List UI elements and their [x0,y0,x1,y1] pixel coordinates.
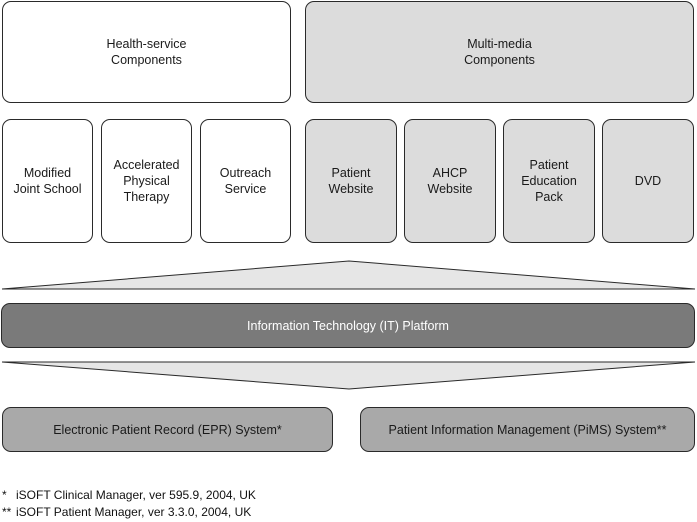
outreach-service-label: Outreach Service [219,166,272,196]
outreach-service-box: Outreach Service [200,119,291,243]
ahcp-website-label: AHCP Website [427,166,473,196]
down-arrow [1,361,696,390]
it-platform-box: Information Technology (IT) Platform [1,303,695,348]
epr-system-label: Electronic Patient Record (EPR) System* [53,422,282,437]
physical-therapy-box: Accelerated Physical Therapy [101,119,192,243]
multimedia-components-label: Multi-media Components [464,37,535,67]
patient-website-box: Patient Website [305,119,397,243]
patient-education-pack-label: Patient Education Pack [521,158,577,204]
epr-system-box: Electronic Patient Record (EPR) System* [2,407,333,452]
ahcp-website-box: AHCP Website [404,119,496,243]
footnote-2-mark: ** [2,505,12,519]
joint-school-box: Modified Joint School [2,119,93,243]
patient-education-pack-box: Patient Education Pack [503,119,595,243]
pims-system-label: Patient Information Management (PiMS) Sy… [388,422,667,437]
pims-system-box: Patient Information Management (PiMS) Sy… [360,407,695,452]
dvd-label: DVD [634,174,662,188]
footnote-2-text: iSOFT Patient Manager, ver 3.3.0, 2004, … [16,505,252,519]
patient-website-label: Patient Website [328,166,374,196]
footnote-2: ** iSOFT Patient Manager, ver 3.3.0, 2004… [2,505,251,519]
footnote-1-text: iSOFT Clinical Manager, ver 595.9, 2004,… [16,488,256,502]
physical-therapy-label: Accelerated Physical Therapy [113,158,180,204]
dvd-box: DVD [602,119,694,243]
footnote-1: * iSOFT Clinical Manager, ver 595.9, 2004… [2,488,256,502]
health-service-components-box: Health-service Components [2,1,291,103]
joint-school-label: Modified Joint School [13,166,82,196]
multimedia-components-box: Multi-media Components [305,1,694,103]
footnote-1-mark: * [2,488,7,502]
it-platform-label: Information Technology (IT) Platform [247,318,449,333]
health-service-components-label: Health-service Components [106,37,187,67]
up-arrow [1,260,696,290]
